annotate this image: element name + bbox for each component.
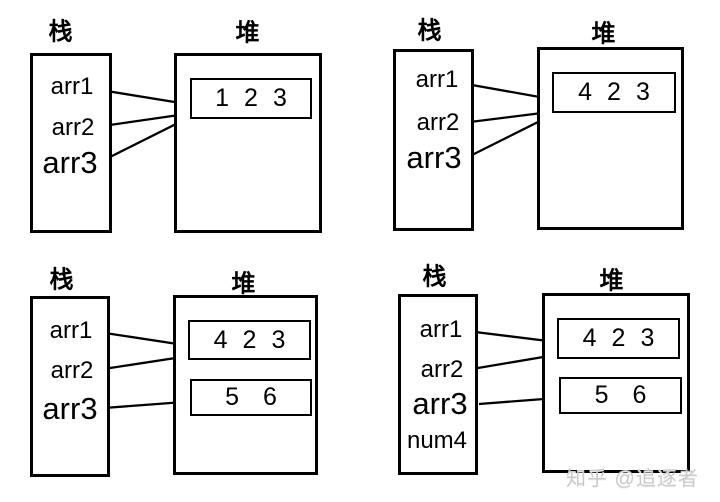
array-value: 4 (213, 325, 228, 354)
d1-var-arr2: arr2 (51, 114, 95, 141)
d3-var-arr2: arr2 (50, 357, 94, 384)
d2-array-value-box: 4 2 3 (552, 72, 676, 113)
d1-var-arr3: arr3 (42, 145, 98, 180)
array-value: 3 (635, 78, 650, 106)
d2-var-arr3: arr3 (406, 140, 462, 175)
array-value: 2 (244, 84, 258, 112)
d2-stack-label: 栈 (417, 17, 443, 45)
array-value: 3 (272, 84, 287, 112)
d4-var-arr2: arr2 (420, 356, 464, 383)
d3-var-arr1: arr1 (49, 317, 93, 344)
d4-var-num4: num4 (406, 427, 468, 454)
d2-var-arr2: arr2 (416, 109, 460, 136)
array-value: 6 (263, 383, 277, 411)
d4-stack-label: 栈 (422, 263, 448, 291)
d1-array-value-box: 1 2 3 (190, 78, 312, 119)
array-value: 3 (640, 324, 655, 352)
d3-array-value-box-1: 4 2 3 (188, 320, 311, 360)
d3-stack-box (30, 296, 110, 477)
d4-array-value-box-1: 4 2 3 (557, 318, 680, 359)
array-value: 1 (215, 84, 230, 112)
d2-heap-label: 堆 (591, 20, 617, 48)
d4-var-arr3: arr3 (412, 386, 468, 421)
array-value: 6 (632, 381, 647, 409)
array-value: 3 (271, 325, 286, 354)
d4-stack-box (398, 294, 478, 475)
d2-var-arr1: arr1 (415, 66, 459, 93)
array-value: 2 (611, 324, 626, 352)
d4-var-arr1: arr1 (419, 316, 463, 343)
d3-var-arr3: arr3 (42, 391, 98, 426)
d1-stack-box (30, 53, 112, 233)
d3-array-value-box-2: 5 6 (190, 379, 312, 416)
array-value: 4 (578, 78, 593, 106)
d3-stack-label: 栈 (49, 266, 75, 294)
d4-array-value-box-2: 5 6 (559, 377, 682, 414)
array-value: 5 (594, 381, 609, 409)
array-value: 2 (607, 78, 621, 106)
d2-stack-box (393, 49, 474, 231)
array-value: 4 (582, 324, 597, 352)
d1-stack-label: 栈 (48, 18, 74, 46)
d1-heap-label: 堆 (235, 19, 261, 47)
d3-arr3-pointer-line (103, 400, 185, 410)
d4-heap-label: 堆 (599, 267, 625, 295)
array-value: 5 (225, 383, 239, 411)
array-value: 2 (242, 325, 257, 354)
d1-var-arr1: arr1 (50, 73, 94, 100)
d3-heap-label: 堆 (231, 270, 257, 298)
zhihu-watermark: 知乎 @追逐者 (566, 468, 699, 490)
